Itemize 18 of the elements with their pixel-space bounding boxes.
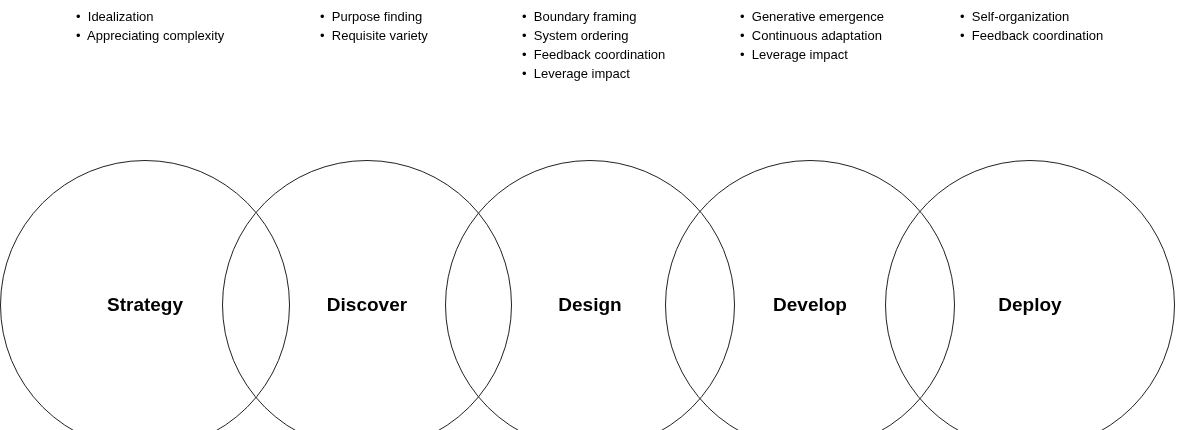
- list-item: • Self-organization: [960, 8, 1071, 26]
- stage-label: Design: [558, 292, 622, 317]
- list-item: • Requisite variety: [320, 27, 428, 45]
- list-item: • Purpose finding: [320, 8, 424, 26]
- list-item: • Leverage impact: [740, 46, 849, 64]
- list-item: • System ordering: [522, 27, 630, 45]
- stage-label: Strategy: [107, 292, 183, 317]
- list-item: • Feedback coordination: [960, 27, 1104, 45]
- list-item: • Leverage impact: [522, 65, 631, 83]
- list-item: • Continuous adaptation: [740, 27, 883, 45]
- stage-label: Discover: [326, 292, 408, 317]
- list-item: • Boundary framing: [522, 8, 638, 26]
- list-item: • Idealization: [76, 8, 155, 26]
- list-item: • Appreciating complexity: [76, 27, 225, 45]
- stage-label: Deploy: [998, 292, 1062, 317]
- list-item: • Generative emergence: [740, 8, 884, 26]
- stage-label: Develop: [773, 292, 847, 317]
- list-item: • Feedback coordination: [522, 46, 666, 64]
